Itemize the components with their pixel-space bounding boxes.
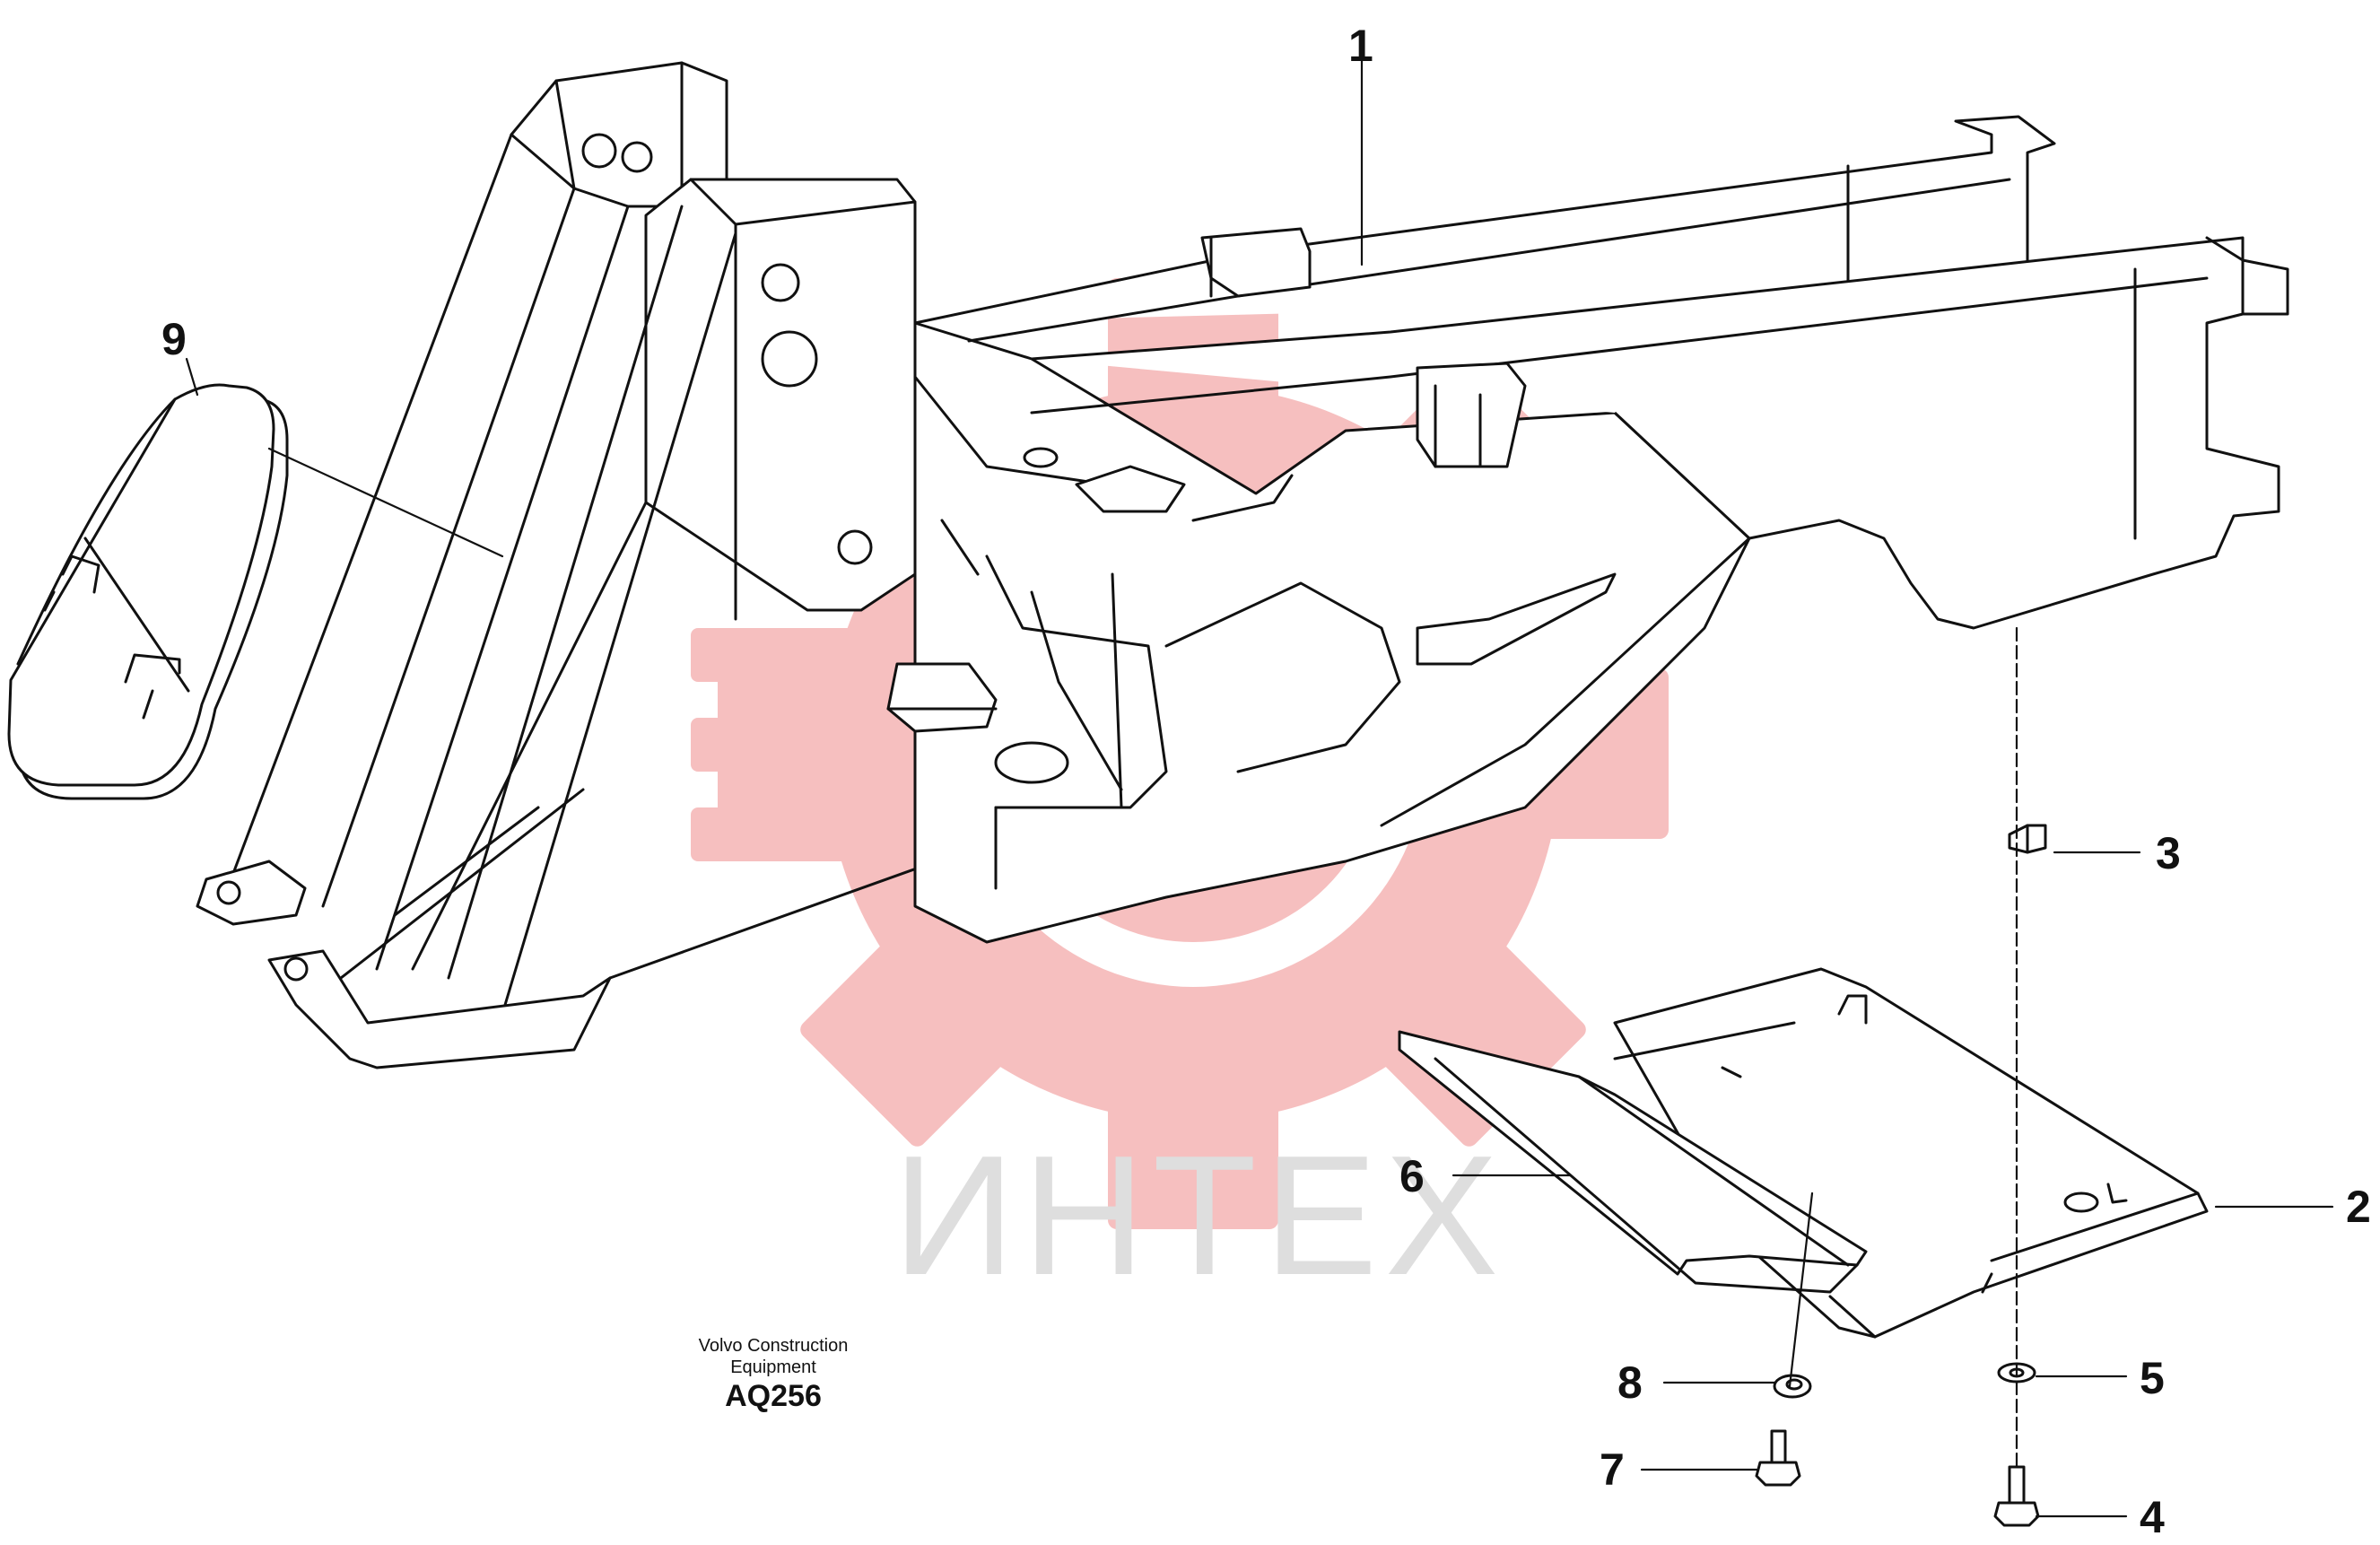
callout-2: 2 [2346, 1182, 2371, 1232]
front-frame-drawing [196, 61, 2289, 1069]
fasteners-drawing [1755, 626, 2047, 1527]
part-9-cover-drawing [7, 383, 504, 800]
callout-8: 8 [1617, 1357, 1643, 1408]
callout-3: 3 [2156, 828, 2181, 878]
credit-line-2: Equipment [730, 1357, 816, 1377]
credit-block: Volvo Construction Equipment AQ256 [699, 1336, 849, 1413]
drawing-code: AQ256 [725, 1379, 822, 1413]
callout-labels: 1 2 3 4 5 6 7 8 9 [161, 21, 2371, 1542]
callout-4: 4 [2140, 1492, 2165, 1542]
callout-5: 5 [2140, 1353, 2165, 1403]
callout-6: 6 [1399, 1151, 1425, 1201]
part-2-6-bottom-plate-drawing [1398, 967, 2209, 1339]
watermark-text: ИНТЕХ [893, 1121, 1505, 1311]
callout-1: 1 [1348, 21, 1373, 71]
credit-line-1: Volvo Construction [699, 1336, 849, 1356]
callout-9: 9 [161, 314, 187, 364]
callout-leaders [185, 52, 2334, 1518]
callout-7: 7 [1600, 1445, 1625, 1495]
